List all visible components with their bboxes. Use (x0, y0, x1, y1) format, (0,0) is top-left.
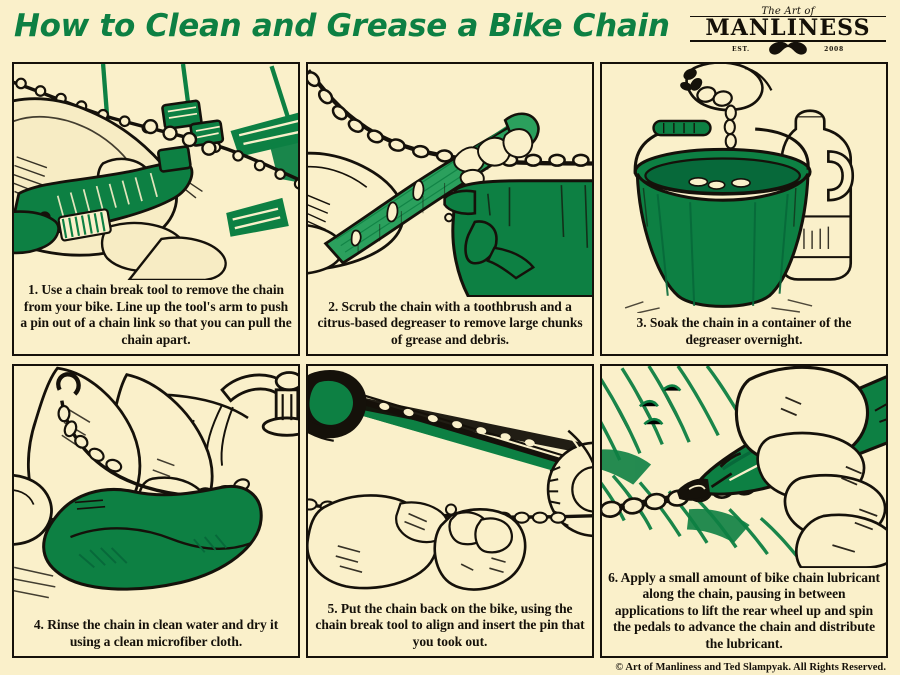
step-panel-1: 1. Use a chain break tool to remove the … (12, 62, 300, 356)
steps-grid: 1. Use a chain break tool to remove the … (12, 62, 888, 658)
logo-wordmark: MANLINESS (690, 16, 886, 42)
mustache-icon (769, 41, 807, 55)
step-caption-3: 3. Soak the chain in a container of the … (636, 315, 852, 347)
step-caption-2: 2. Scrub the chain with a toothbrush and… (317, 298, 583, 347)
logo-tagline: The Art of (761, 6, 815, 17)
illustration-1 (14, 64, 298, 280)
logo-footer: EST. 2008 (690, 41, 886, 56)
illustration-3 (602, 64, 886, 313)
art-of-manliness-logo: The Art of MANLINESS EST. 2008 (690, 6, 886, 56)
page-title: How to Clean and Grease a Bike Chain (14, 8, 670, 44)
step-panel-4: 4. Rinse the chain in clean water and dr… (12, 364, 300, 658)
illustration-6 (602, 366, 886, 568)
step-caption-1: 1. Use a chain break tool to remove the … (20, 282, 292, 347)
logo-est-label: EST. (732, 46, 750, 53)
step-panel-2: 2. Scrub the chain with a toothbrush and… (306, 62, 594, 356)
step-caption-4: 4. Rinse the chain in clean water and dr… (33, 617, 279, 649)
step-panel-6: 6. Apply a small amount of bike chain lu… (600, 364, 888, 658)
header: How to Clean and Grease a Bike Chain The… (0, 0, 900, 62)
copyright-notice: © Art of Manliness and Ted Slampyak. All… (615, 662, 886, 673)
illustration-5 (308, 366, 592, 599)
illustration-4 (14, 366, 298, 615)
logo-year: 2008 (824, 46, 844, 53)
step-panel-5: 5. Put the chain back on the bike, using… (306, 364, 594, 658)
step-caption-6: 6. Apply a small amount of bike chain lu… (608, 569, 880, 651)
illustration-2 (308, 64, 592, 297)
step-caption-5: 5. Put the chain back on the bike, using… (315, 600, 585, 649)
step-panel-3: 3. Soak the chain in a container of the … (600, 62, 888, 356)
